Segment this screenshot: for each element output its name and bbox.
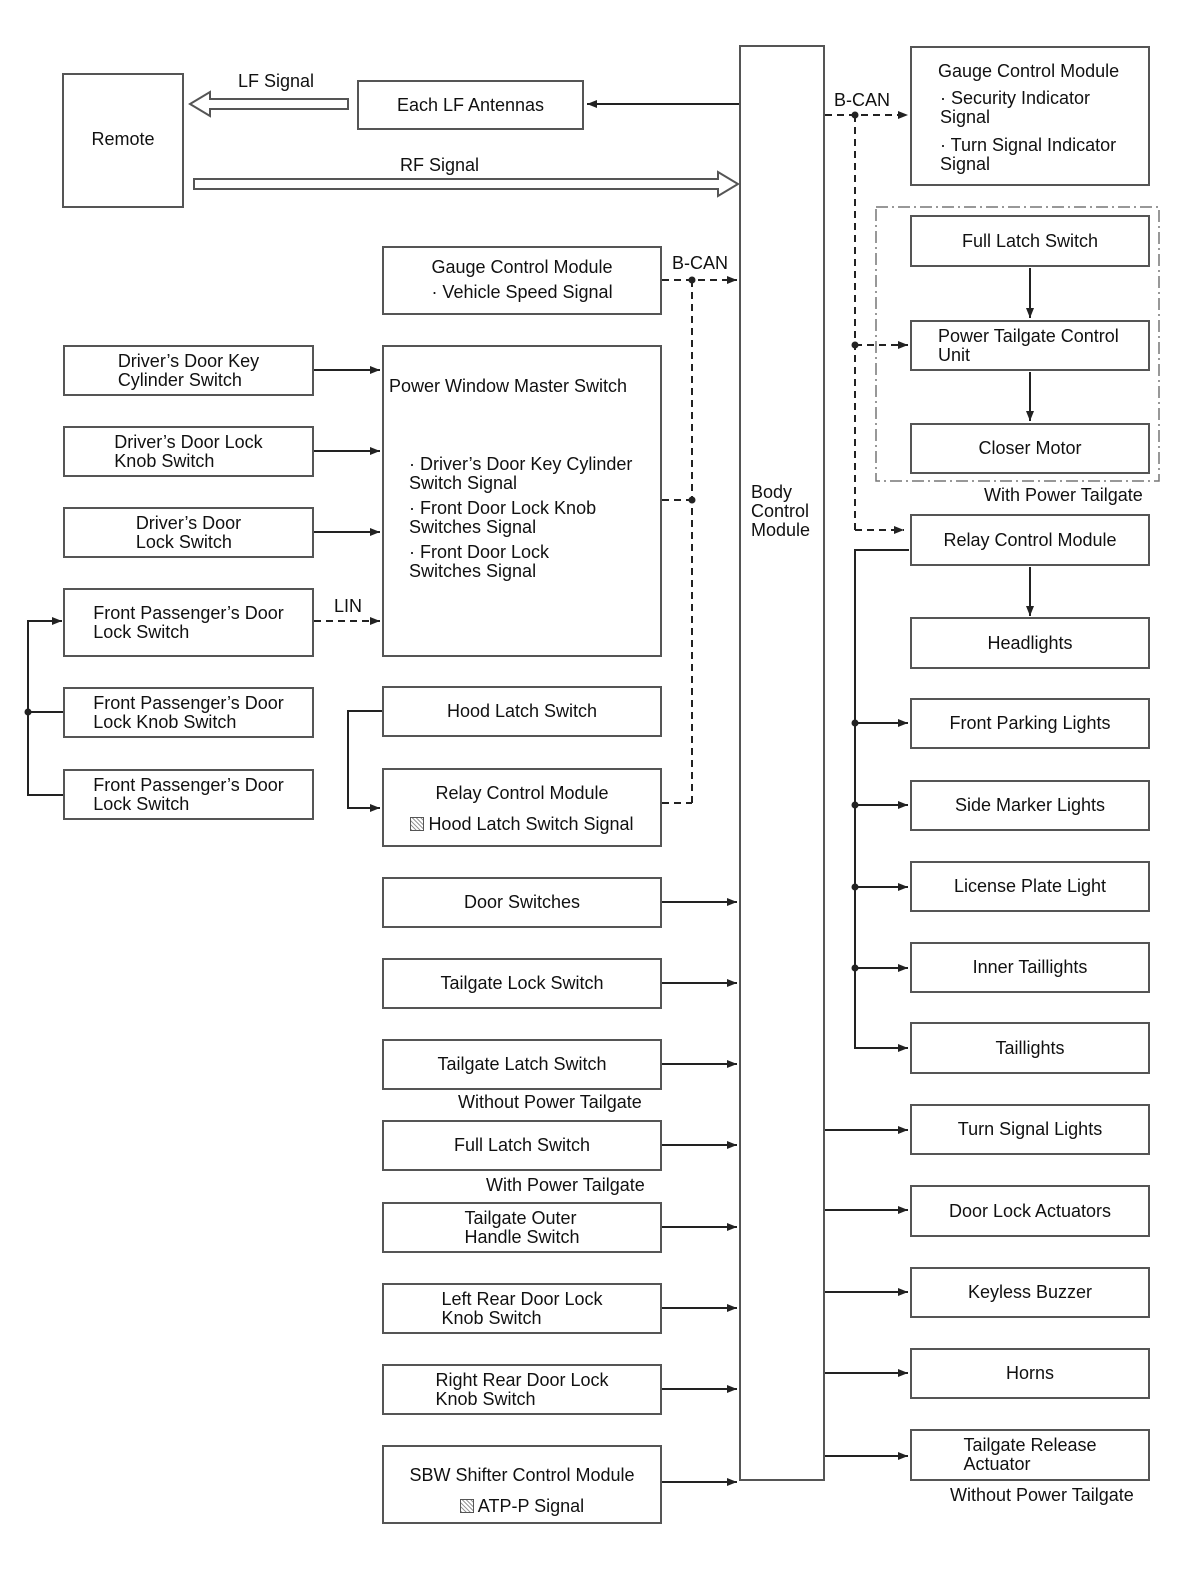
gauge-control-module-right: Gauge Control Module · Security Indicato… <box>910 46 1150 186</box>
security-indicator-signal: · Security Indicator Signal <box>940 88 1091 127</box>
turn-signal-lights: Turn Signal Lights <box>910 1104 1150 1155</box>
drivers-door-key-cylinder-switch-label: Driver’s Door Key Cylinder Switch <box>117 350 260 390</box>
signal-marker-icon <box>410 817 425 831</box>
license-plate-light-label: License Plate Light <box>953 876 1107 896</box>
right-rear-door-lock-knob-switch-label: Right Rear Door Lock Knob Switch <box>435 1369 609 1409</box>
atp-p-signal: ATP-P Signal <box>477 1496 585 1516</box>
power-tailgate-control-unit: Power Tailgate Control Unit <box>910 320 1150 371</box>
remote-label: Remote <box>91 129 155 149</box>
tailgate-release-actuator: Tailgate Release Actuator <box>910 1429 1150 1481</box>
bcan-label-left: B-CAN <box>672 253 729 273</box>
tailgate-outer-handle-switch: Tailgate Outer Handle Switch <box>382 1202 662 1253</box>
keyless-buzzer-label: Keyless Buzzer <box>967 1282 1093 1302</box>
full-latch-switch-input: Full Latch Switch <box>382 1120 662 1171</box>
side-marker-lights: Side Marker Lights <box>910 780 1150 831</box>
rf-signal-arrow <box>193 170 740 198</box>
tailgate-release-actuator-label: Tailgate Release Actuator <box>963 1435 1097 1474</box>
closer-motor: Closer Motor <box>910 423 1150 474</box>
horns-label: Horns <box>1005 1363 1054 1383</box>
front-passengers-door-lock-knob-switch: Front Passenger’s Door Lock Knob Switch <box>63 687 314 738</box>
hood-latch-switch-label: Hood Latch Switch <box>446 701 598 721</box>
with-power-tailgate-caption-2: With Power Tailgate <box>984 485 1143 505</box>
drivers-door-lock-switch: Driver’s Door Lock Switch <box>63 507 314 558</box>
headlights-label: Headlights <box>987 632 1073 653</box>
hood-latch-switch: Hood Latch Switch <box>382 686 662 737</box>
hood-latch-switch-signal-row: Hood Latch Switch Signal <box>384 815 660 834</box>
power-tailgate-control-unit-label: Power Tailgate Control Unit <box>938 326 1119 365</box>
lin-label: LIN <box>334 596 363 616</box>
bcm-label: Body Control Module <box>751 482 811 540</box>
with-power-tailgate-caption-1: With Power Tailgate <box>486 1175 645 1195</box>
front-passengers-door-lock-switch-2: Front Passenger’s Door Lock Switch <box>63 769 314 820</box>
vehicle-speed-signal: · Vehicle Speed Signal <box>431 282 613 302</box>
sbw-shifter-control-module: SBW Shifter Control Module ATP-P Signal <box>382 1445 662 1524</box>
side-marker-lights-label: Side Marker Lights <box>954 795 1106 815</box>
keyless-buzzer: Keyless Buzzer <box>910 1267 1150 1318</box>
front-door-lock-knob-switches-signal: · Front Door Lock Knob Switches Signal <box>409 498 597 537</box>
closer-motor-label: Closer Motor <box>978 438 1082 458</box>
front-door-lock-switches-signal: · Front Door Lock Switches Signal <box>409 542 550 581</box>
relay-control-module-left: Relay Control Module Hood Latch Switch S… <box>382 768 662 847</box>
front-passengers-door-lock-switch-1: Front Passenger’s Door Lock Switch <box>63 588 314 657</box>
inner-taillights: Inner Taillights <box>910 942 1150 993</box>
front-passengers-door-lock-knob-switch-label: Front Passenger’s Door Lock Knob Switch <box>93 692 284 732</box>
tailgate-lock-switch-label: Tailgate Lock Switch <box>440 973 604 993</box>
power-tailgate-group-border <box>875 206 1160 482</box>
relay-left-title: Relay Control Module <box>435 783 609 803</box>
inner-taillights-label: Inner Taillights <box>972 957 1088 977</box>
tailgate-latch-switch-label: Tailgate Latch Switch <box>437 1054 607 1074</box>
drivers-door-lock-knob-switch: Driver’s Door Lock Knob Switch <box>63 426 314 477</box>
front-passengers-door-lock-switch-1-label: Front Passenger’s Door Lock Switch <box>93 602 284 642</box>
drivers-door-lock-switch-label: Driver’s Door Lock Switch <box>135 512 242 552</box>
full-latch-switch-tailgate: Full Latch Switch <box>910 215 1150 267</box>
tailgate-outer-handle-switch-label: Tailgate Outer Handle Switch <box>464 1207 580 1247</box>
taillights-label: Taillights <box>995 1037 1065 1058</box>
rf-signal-label: RF Signal <box>400 155 480 175</box>
signal-marker-icon <box>459 1499 474 1513</box>
front-parking-lights: Front Parking Lights <box>910 698 1150 749</box>
turn-signal-lights-label: Turn Signal Lights <box>957 1119 1103 1139</box>
sbw-title: SBW Shifter Control Module <box>409 1465 635 1485</box>
turn-signal-indicator-signal: · Turn Signal Indicator Signal <box>940 135 1117 174</box>
gauge-left-title: Gauge Control Module <box>431 257 613 277</box>
body-control-module: Body Control Module <box>739 45 825 1481</box>
gauge-right-title: Gauge Control Module <box>938 61 1120 81</box>
headlights: Headlights <box>910 617 1150 669</box>
horns: Horns <box>910 1348 1150 1399</box>
without-power-tailgate-caption-2: Without Power Tailgate <box>950 1485 1134 1505</box>
full-latch-switch-tailgate-label: Full Latch Switch <box>961 230 1099 251</box>
lf-antennas-label: Each LF Antennas <box>396 94 545 115</box>
drivers-door-key-cylinder-switch-signal: · Driver’s Door Key Cylinder Switch Sign… <box>409 454 633 493</box>
drivers-door-lock-knob-switch-label: Driver’s Door Lock Knob Switch <box>114 431 263 471</box>
power-window-master-switch: Power Window Master Switch · Driver’s Do… <box>382 345 662 657</box>
left-rear-door-lock-knob-switch: Left Rear Door Lock Knob Switch <box>382 1283 662 1334</box>
remote-box: Remote <box>62 73 184 208</box>
door-lock-actuators: Door Lock Actuators <box>910 1185 1150 1237</box>
pwms-title: Power Window Master Switch <box>389 376 628 396</box>
hood-latch-switch-signal: Hood Latch Switch Signal <box>428 814 634 834</box>
license-plate-light: License Plate Light <box>910 861 1150 912</box>
front-parking-lights-label: Front Parking Lights <box>949 713 1111 733</box>
relay-control-module-right-label: Relay Control Module <box>943 529 1117 550</box>
tailgate-lock-switch: Tailgate Lock Switch <box>382 958 662 1009</box>
relay-control-module-right: Relay Control Module <box>910 514 1150 566</box>
lf-signal-label: LF Signal <box>238 71 315 91</box>
full-latch-switch-input-label: Full Latch Switch <box>453 1135 591 1155</box>
without-power-tailgate-caption-1: Without Power Tailgate <box>458 1092 642 1112</box>
bcan-label-top: B-CAN <box>834 90 891 110</box>
door-lock-actuators-label: Door Lock Actuators <box>948 1200 1112 1221</box>
front-passengers-door-lock-switch-2-label: Front Passenger’s Door Lock Switch <box>93 774 284 814</box>
right-rear-door-lock-knob-switch: Right Rear Door Lock Knob Switch <box>382 1364 662 1415</box>
drivers-door-key-cylinder-switch: Driver’s Door Key Cylinder Switch <box>63 345 314 396</box>
tailgate-latch-switch: Tailgate Latch Switch <box>382 1039 662 1090</box>
gauge-control-module-left: Gauge Control Module · Vehicle Speed Sig… <box>382 246 662 315</box>
door-switches: Door Switches <box>382 877 662 928</box>
door-switches-label: Door Switches <box>463 892 581 912</box>
lf-signal-arrow <box>188 90 349 118</box>
atp-p-signal-row: ATP-P Signal <box>384 1497 660 1516</box>
taillights: Taillights <box>910 1022 1150 1074</box>
left-rear-door-lock-knob-switch-label: Left Rear Door Lock Knob Switch <box>441 1288 603 1328</box>
lf-antennas-box: Each LF Antennas <box>357 80 584 130</box>
